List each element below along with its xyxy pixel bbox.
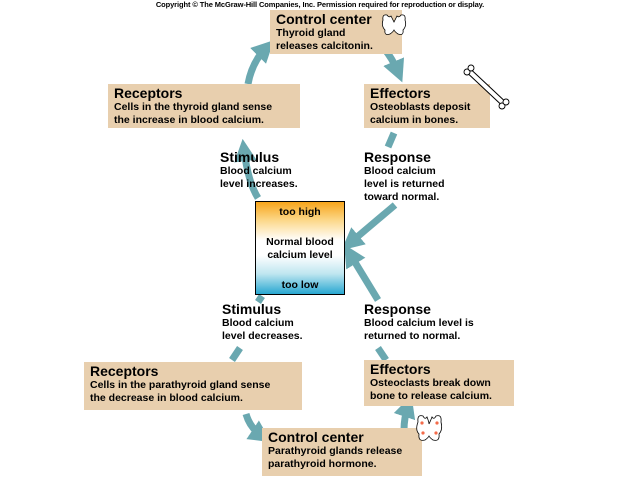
control-center-box-top: Control center Thyroid gland releases ca… <box>270 10 402 54</box>
stimulus-text: Blood calcium <box>222 317 294 329</box>
normal-level-label: calcium level <box>267 249 333 261</box>
receptors-title: Receptors <box>90 363 159 379</box>
response-text: Blood calcium level is <box>364 317 474 329</box>
receptors-text: the increase in blood calcium. <box>114 114 264 126</box>
receptors-text: Cells in the parathyroid gland sense <box>90 379 271 391</box>
response-label-top: Response Blood calcium level is returned… <box>364 150 445 204</box>
arrow-receptors-to-control-bottom <box>242 412 272 443</box>
arrow-effectors-to-response-top <box>384 131 398 149</box>
effectors-title: Effectors <box>370 361 431 377</box>
bone-icon <box>463 64 510 110</box>
receptors-box-bottom: Receptors Cells in the parathyroid gland… <box>84 362 302 410</box>
stimulus-text: level increases. <box>220 178 298 190</box>
receptors-text: Cells in the thyroid gland sense <box>114 101 273 113</box>
copyright-notice: Copyright © The McGraw-Hill Companies, I… <box>155 0 485 9</box>
control-center-title: Control center <box>276 11 372 27</box>
effectors-title: Effectors <box>370 85 431 101</box>
response-text: level is returned <box>364 178 445 190</box>
stimulus-label-bottom: Stimulus Blood calcium level decreases. <box>222 302 303 343</box>
stimulus-title: Stimulus <box>222 301 282 317</box>
receptors-box-top: Receptors Cells in the thyroid gland sen… <box>108 84 300 128</box>
receptors-text: the decrease in blood calcium. <box>90 392 243 404</box>
parathyroid-gland-icon <box>416 415 443 441</box>
control-center-text: Parathyroid glands release <box>268 445 403 457</box>
stimulus-title: Stimulus <box>220 149 280 165</box>
response-text: Blood calcium <box>364 165 436 177</box>
response-title: Response <box>364 301 431 317</box>
response-text: returned to normal. <box>364 330 461 342</box>
too-high-label: too high <box>279 206 321 218</box>
response-label-bottom: Response Blood calcium level is returned… <box>364 302 474 343</box>
stimulus-label-top: Stimulus Blood calcium level increases. <box>220 150 298 191</box>
arrow-response-to-level-top <box>341 202 398 251</box>
stimulus-text: Blood calcium <box>220 165 292 177</box>
control-center-box-bottom: Control center Parathyroid glands releas… <box>262 428 422 476</box>
effectors-text: Osteoblasts deposit <box>370 101 471 113</box>
receptors-title: Receptors <box>114 85 183 101</box>
arrow-effectors-to-response-bottom <box>375 346 389 362</box>
calcium-level-box: too high Normal blood calcium level too … <box>255 201 345 295</box>
arrow-stimulus-to-receptors-bottom <box>229 346 243 362</box>
effectors-box-bottom: Effectors Osteoclasts break down bone to… <box>364 360 514 406</box>
control-center-text: parathyroid hormone. <box>268 458 377 470</box>
arrow-stimulus-to-receptors-top <box>234 138 262 200</box>
control-center-text: Thyroid gland <box>276 27 346 39</box>
arrow-response-to-level-bottom <box>344 244 381 302</box>
stimulus-text: level decreases. <box>222 330 303 342</box>
control-center-title: Control center <box>268 429 364 445</box>
effectors-text: Osteoclasts break down <box>370 377 491 389</box>
effectors-text: calcium in bones. <box>370 114 459 126</box>
response-title: Response <box>364 149 431 165</box>
control-center-text: releases calcitonin. <box>276 40 373 52</box>
effectors-text: bone to release calcium. <box>370 390 492 402</box>
arrow-control-to-effectors-bottom <box>393 395 416 431</box>
thyroid-gland-icon <box>381 14 407 35</box>
arrow-level-to-stimulus-bottom <box>255 294 265 304</box>
response-text: toward normal. <box>364 191 440 203</box>
arrow-receptors-to-control-top <box>244 40 274 85</box>
effectors-box-top: Effectors Osteoblasts deposit calcium in… <box>364 84 490 128</box>
too-low-label: too low <box>281 279 319 291</box>
normal-level-label: Normal blood <box>266 236 334 248</box>
